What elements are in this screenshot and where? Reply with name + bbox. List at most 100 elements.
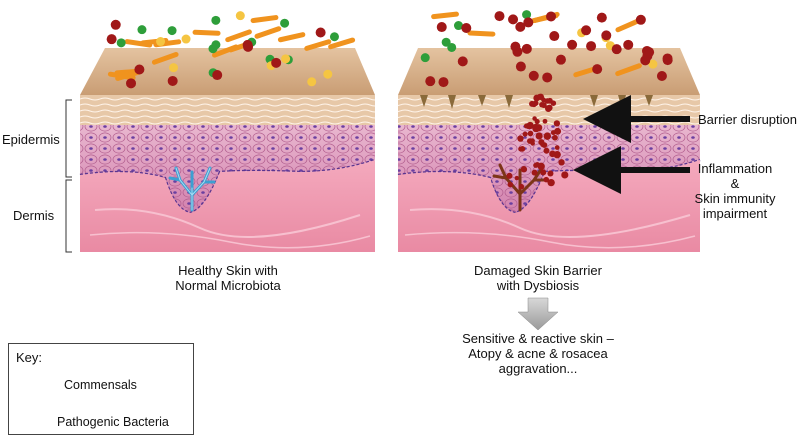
infiltrating-pathogen bbox=[545, 105, 552, 112]
pathogen bbox=[126, 78, 137, 89]
pathogen bbox=[662, 55, 673, 66]
dermis-layer bbox=[80, 160, 375, 252]
infiltrating-pathogen bbox=[520, 166, 528, 173]
infiltrating-pathogen bbox=[540, 102, 547, 109]
infiltrating-pathogen bbox=[533, 100, 539, 106]
infiltrating-pathogen bbox=[514, 175, 520, 181]
green-commensal bbox=[329, 32, 339, 42]
rod-bacterium bbox=[615, 63, 642, 77]
pathogen bbox=[542, 72, 553, 83]
infiltrating-pathogen bbox=[544, 98, 551, 104]
infiltrating-pathogen bbox=[532, 116, 537, 121]
epidermis-label: Epidermis bbox=[2, 132, 60, 147]
rod-bacterium bbox=[304, 39, 332, 51]
infiltrating-pathogen bbox=[527, 130, 534, 137]
healthy-caption-line2: Normal Microbiota bbox=[175, 278, 281, 293]
key-legend: Key: Commensals Pathogenic Bacteria bbox=[8, 343, 194, 435]
infiltrating-pathogen bbox=[506, 172, 513, 179]
infiltrating-pathogen bbox=[553, 120, 561, 127]
rod-bacterium bbox=[431, 11, 459, 20]
annotation-arrows bbox=[573, 95, 690, 194]
dermis-layer-damaged bbox=[398, 160, 700, 252]
green-commensal bbox=[137, 25, 147, 35]
infiltrating-pathogen bbox=[543, 147, 550, 154]
pathogen bbox=[425, 76, 436, 87]
outcome-line2: Atopy & acne & rosacea bbox=[468, 346, 608, 361]
infiltrating-pathogen bbox=[529, 138, 535, 144]
bacteria-cloud-healthy bbox=[106, 11, 356, 89]
green-commensal bbox=[116, 38, 126, 48]
outcome-line1: Sensitive & reactive skin – bbox=[462, 331, 614, 346]
pathogen bbox=[212, 70, 223, 81]
pathogen bbox=[642, 50, 653, 61]
pathogen bbox=[106, 34, 117, 45]
damaged-caption: Damaged Skin Barrier with Dysbiosis bbox=[448, 263, 628, 293]
yellow-commensal bbox=[169, 63, 179, 73]
infiltrating-pathogen bbox=[543, 132, 552, 140]
infiltrating-pathogen bbox=[554, 127, 562, 135]
infiltrating-pathogen bbox=[550, 100, 557, 106]
green-commensal bbox=[280, 18, 290, 28]
pathogen bbox=[243, 41, 254, 52]
pathogen bbox=[555, 54, 566, 65]
pathogen bbox=[601, 30, 612, 41]
yellow-commensal bbox=[648, 59, 658, 69]
pathogen bbox=[110, 19, 121, 30]
infiltrating-pathogen bbox=[531, 169, 538, 176]
rod-bacterium bbox=[151, 52, 179, 65]
infiltrating-pathogen bbox=[517, 135, 524, 142]
pathogen bbox=[515, 21, 526, 32]
damaged-skin-panel bbox=[397, 48, 701, 252]
infiltrating-pathogen bbox=[561, 171, 569, 179]
pathogen bbox=[515, 61, 526, 72]
pathogen bbox=[523, 17, 534, 28]
rod-bacterium bbox=[225, 29, 252, 43]
pathogen bbox=[508, 14, 519, 25]
pathogen bbox=[494, 11, 505, 22]
infiltrating-pathogen bbox=[540, 169, 547, 176]
pathogen bbox=[461, 23, 472, 34]
inflammation-line1: Inflammation bbox=[697, 161, 773, 176]
healthy-caption: Healthy Skin with Normal Microbiota bbox=[138, 263, 318, 293]
rod-bacterium bbox=[328, 37, 356, 50]
barrier-disruption-label: Barrier disruption bbox=[698, 112, 797, 127]
infiltrating-pathogen bbox=[519, 146, 526, 152]
infiltrating-pathogen bbox=[532, 124, 540, 133]
pathogen bbox=[315, 27, 326, 38]
pathogen bbox=[167, 75, 178, 86]
green-commensal bbox=[420, 53, 430, 63]
infiltrating-pathogen bbox=[518, 183, 525, 190]
yellow-commensal bbox=[181, 34, 191, 44]
rod-bacterium bbox=[467, 30, 496, 37]
pathogen bbox=[586, 41, 597, 52]
inflammation-line2: & bbox=[730, 176, 740, 191]
pathogen bbox=[656, 71, 667, 82]
pathogen bbox=[549, 31, 560, 42]
pathogen bbox=[528, 70, 539, 81]
rod-bacterium bbox=[277, 32, 306, 43]
infiltrating-pathogen bbox=[547, 178, 555, 187]
pathogen bbox=[567, 39, 578, 50]
layer-brackets bbox=[65, 99, 72, 253]
yellow-commensal bbox=[156, 37, 166, 47]
inflammation-line4: impairment bbox=[702, 206, 768, 221]
pathogen bbox=[596, 12, 607, 23]
outcome-arrow-icon bbox=[517, 297, 559, 331]
infiltrating-pathogen bbox=[537, 93, 543, 99]
infiltrating-pathogen bbox=[535, 132, 543, 140]
pathogen bbox=[134, 64, 145, 75]
pathogen bbox=[271, 57, 282, 68]
infiltrating-pathogen bbox=[542, 118, 548, 124]
infiltrating-pathogen bbox=[552, 134, 558, 141]
infiltrating-pathogen bbox=[533, 162, 539, 168]
damaged-caption-line1: Damaged Skin Barrier bbox=[474, 263, 602, 278]
pathogen bbox=[592, 64, 603, 75]
green-commensal bbox=[447, 42, 457, 52]
infiltrating-pathogen bbox=[554, 145, 560, 150]
pathogen bbox=[436, 22, 447, 33]
infiltrating-pathogen bbox=[547, 170, 554, 177]
yellow-commensal bbox=[235, 11, 245, 21]
healthy-skin-panel bbox=[79, 48, 376, 252]
green-commensal bbox=[211, 15, 221, 25]
inflammation-label: Inflammation & Skin immunity impairment bbox=[692, 161, 778, 221]
